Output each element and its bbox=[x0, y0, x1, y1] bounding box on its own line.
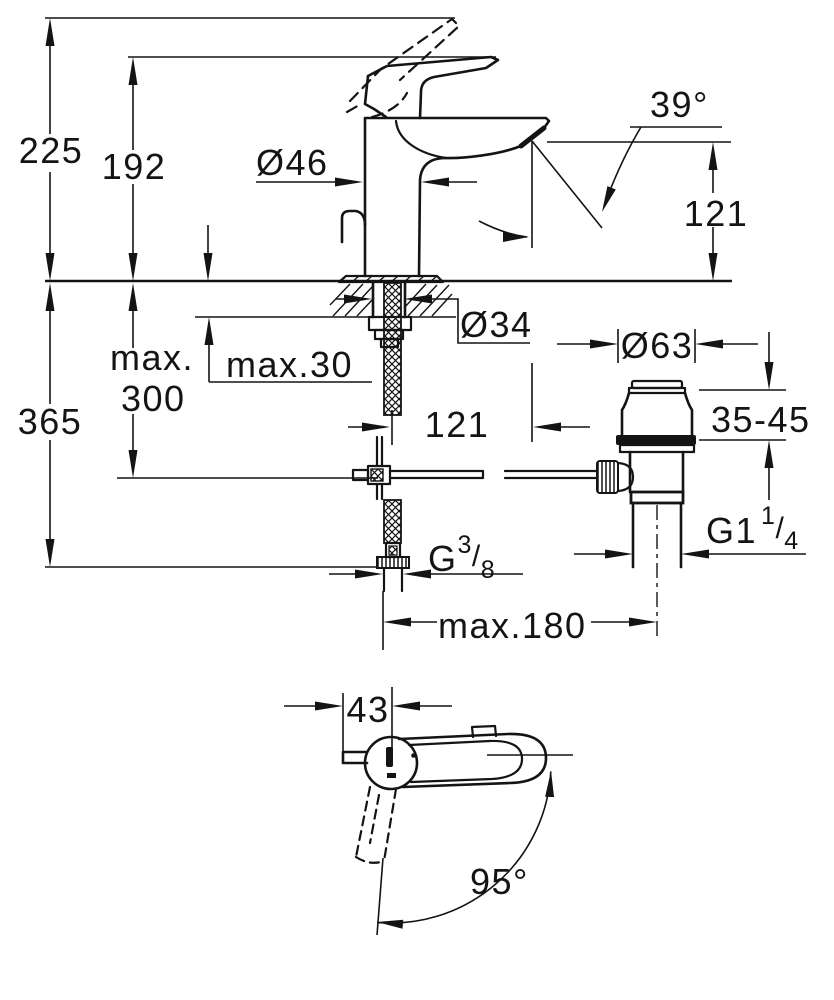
lever-raised-dashed bbox=[348, 17, 461, 103]
dim-label: max.180 bbox=[438, 605, 587, 646]
dim-basin-thickness-range: 35-45 bbox=[699, 332, 811, 500]
pull-rod bbox=[375, 435, 384, 501]
dim-spout-outlet-height: 121 bbox=[547, 141, 749, 281]
spout-plan bbox=[341, 750, 369, 765]
dim-label: Ø63 bbox=[621, 325, 694, 366]
pull-rod-knob bbox=[340, 209, 367, 244]
pop-up-waste-valve bbox=[596, 379, 696, 640]
dim-deck-thickness-max: max.30 bbox=[203, 225, 372, 385]
dim-label-value: 300 bbox=[121, 378, 186, 419]
handle-plan-view bbox=[341, 724, 548, 864]
dim-label: 121 bbox=[684, 193, 749, 234]
dim-rod-horizontal-length: 121 bbox=[348, 363, 590, 445]
dim-label: 39° bbox=[650, 84, 709, 125]
dim-label: 121 bbox=[425, 404, 490, 445]
dim-label: 225 bbox=[19, 130, 84, 171]
dim-handle-swivel-angle: 95° bbox=[376, 754, 573, 936]
dim-waste-max-offset: max.180 bbox=[382, 591, 657, 650]
waste-tailpipe bbox=[631, 501, 683, 569]
waste-gasket bbox=[616, 435, 696, 445]
aerator-face bbox=[518, 125, 547, 149]
dim-label: Ø46 bbox=[256, 142, 329, 183]
dim-supply-thread: G3/8 bbox=[329, 531, 523, 584]
dim-label: max.30 bbox=[226, 344, 353, 385]
waste-adjuster-knob bbox=[596, 460, 619, 494]
dim-label: 95° bbox=[470, 861, 529, 902]
dim-label: 43 bbox=[346, 689, 389, 730]
dim-height-to-lever: 192 bbox=[102, 56, 496, 281]
flexible-hose bbox=[383, 282, 402, 416]
handle-rotated-dashed bbox=[354, 785, 398, 864]
pull-rod-cross-joint bbox=[351, 464, 599, 486]
dim-label: 365 bbox=[18, 401, 83, 442]
dim-rod-max-length: max. 300 bbox=[110, 283, 378, 479]
dim-label: 35-45 bbox=[711, 399, 811, 440]
dim-body-diameter: Ø46 bbox=[256, 142, 477, 187]
dim-total-height: 225 bbox=[19, 17, 455, 281]
dim-spout-angle: 39° bbox=[478, 84, 722, 248]
faucet-side-view bbox=[337, 17, 599, 593]
dim-label: Ø34 bbox=[460, 304, 533, 345]
dim-label: G3/8 bbox=[428, 531, 495, 584]
dim-handle-plan-width: 43 bbox=[284, 687, 452, 757]
dim-label: 192 bbox=[102, 146, 167, 187]
dim-deck-hole-diameter: Ø34 bbox=[336, 294, 533, 345]
hose-connector-nut bbox=[376, 556, 410, 569]
dim-label-word: max. bbox=[110, 337, 194, 378]
dim-below-deck-depth: 365 bbox=[18, 283, 378, 568]
lever-handle bbox=[366, 55, 500, 120]
handle-plan-outline bbox=[397, 732, 548, 789]
dim-waste-flange-diameter: Ø63 bbox=[557, 325, 758, 366]
